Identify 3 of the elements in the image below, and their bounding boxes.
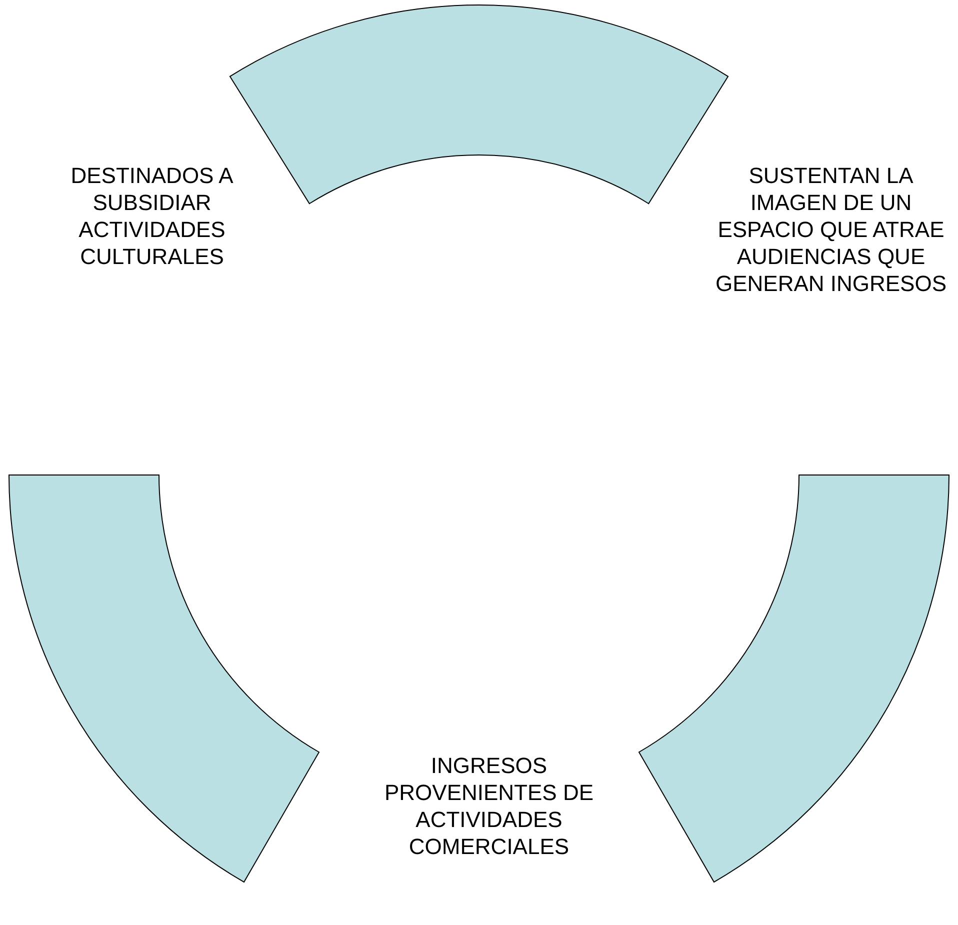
cycle-label: DESTINADOS A SUBSIDIAR ACTIVIDADES CULTURALES	[70, 162, 234, 270]
cycle-label: SUSTENTAN LA IMAGEN DE UN ESPACIO QUE ATRAE AUDIENCIAS QUE GENERAN INGRESOS	[714, 162, 948, 297]
cycle-label: INGRESOS PROVENIENTES DE ACTIVIDADES COMERCIALES	[384, 752, 594, 860]
